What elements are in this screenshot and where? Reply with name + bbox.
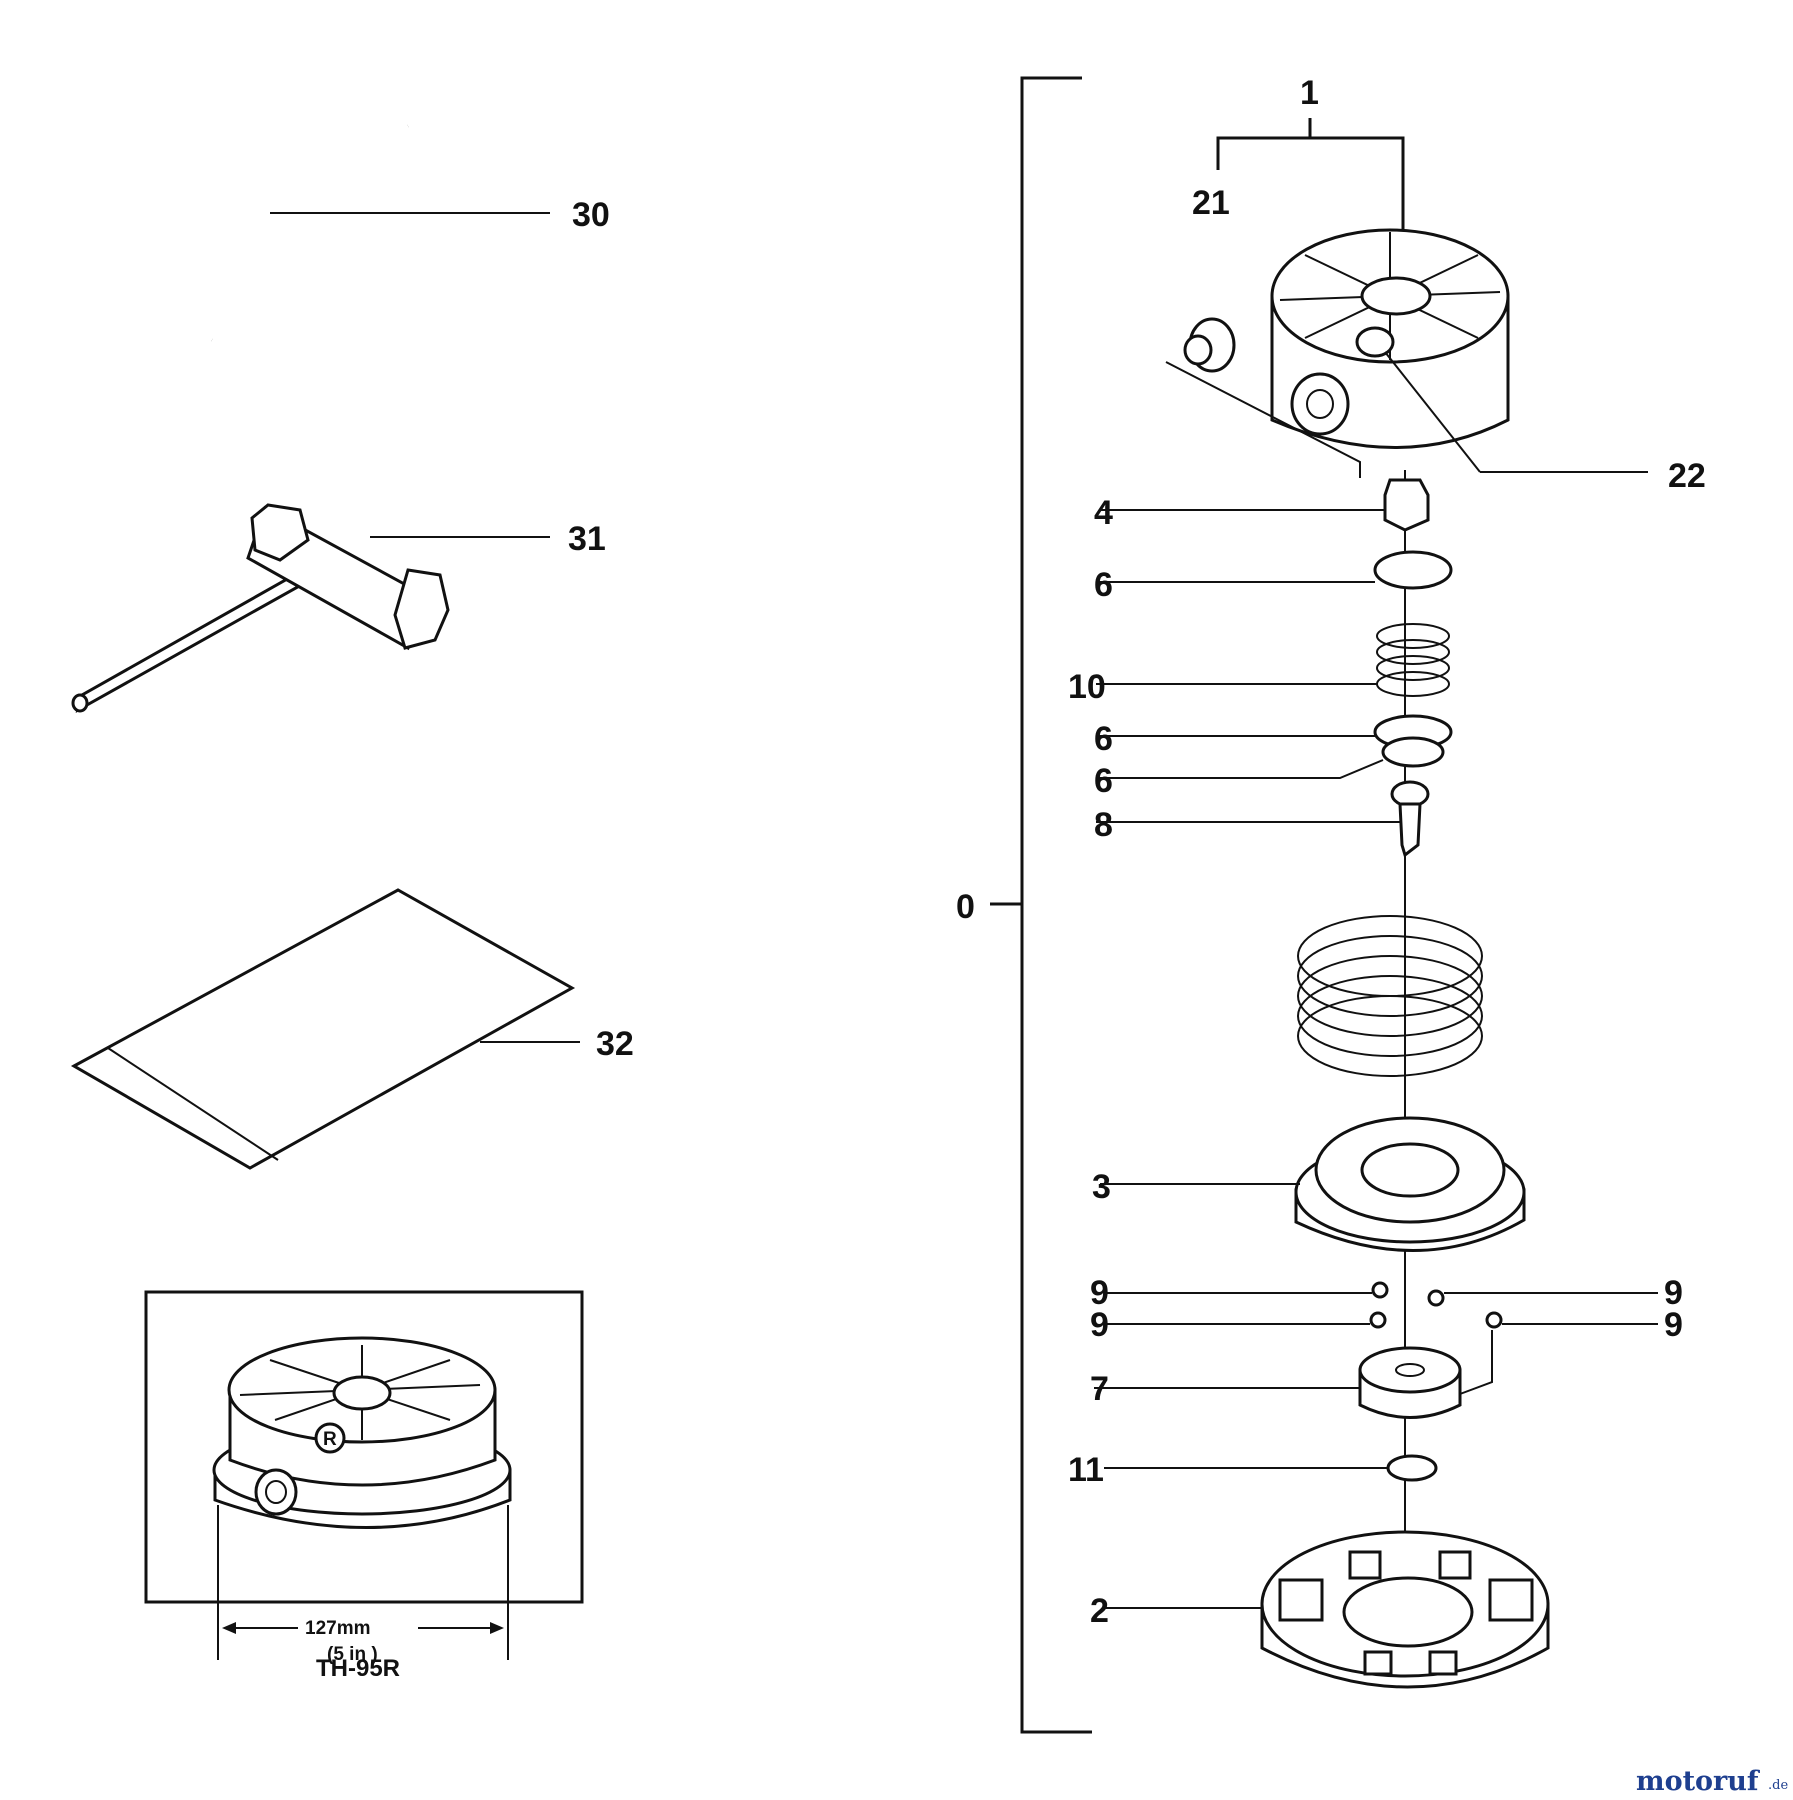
nut-part	[1100, 478, 1430, 532]
small-washer-part	[1104, 1454, 1438, 1482]
callout-7: 7	[1090, 1370, 1109, 1408]
inset-caption: TH-95R	[316, 1655, 400, 1682]
callout-8: 8	[1094, 806, 1113, 844]
callout-11: 11	[1068, 1451, 1104, 1489]
callout-30: 30	[572, 196, 610, 234]
spark-plug-wrench-part	[71, 503, 550, 714]
watermark-logo: motoruf .de	[1636, 1766, 1788, 1797]
callout-6-mid: 6	[1094, 720, 1113, 758]
inset-badge: R	[323, 1429, 337, 1450]
callout-3: 3	[1092, 1168, 1111, 1206]
callout-9-right-a: 9	[1664, 1274, 1683, 1312]
callout-9-left-a: 9	[1090, 1274, 1109, 1312]
hex-key-part	[113, 124, 550, 342]
callout-9-right-b: 9	[1664, 1306, 1683, 1344]
callout-4: 4	[1094, 494, 1113, 532]
balls-part	[1104, 1281, 1658, 1329]
retainer-part	[1094, 1330, 1493, 1419]
callout-32: 32	[596, 1025, 634, 1063]
callout-6-low: 6	[1094, 762, 1113, 800]
bolt-part	[1096, 780, 1430, 858]
inset-dimension-mm: 127mm	[305, 1618, 371, 1639]
cover-cap-part	[1270, 228, 1510, 449]
callout-10: 10	[1068, 668, 1106, 706]
callout-2: 2	[1090, 1592, 1109, 1630]
washer-part-stack	[1096, 714, 1453, 779]
callout-6-top: 6	[1094, 566, 1113, 604]
callout-1: 1	[1300, 74, 1319, 112]
inset-dimension-in: (5 in )	[327, 1644, 378, 1665]
line-spool-coil	[1297, 915, 1483, 1077]
callout-9-left-b: 9	[1090, 1306, 1109, 1344]
callout-31: 31	[568, 520, 606, 558]
housing-part	[1102, 1530, 1550, 1689]
manual-booklet-part	[70, 888, 580, 1170]
spring-part	[1096, 623, 1450, 697]
callout-0: 0	[956, 888, 975, 926]
watermark-brand: motoruf	[1636, 1766, 1761, 1797]
callout-22: 22	[1668, 457, 1706, 495]
washer-part-top	[1096, 550, 1453, 590]
callout-21: 21	[1192, 184, 1230, 222]
eyelet-knob-part	[1165, 317, 1361, 478]
spool-part	[1100, 1116, 1526, 1252]
watermark-suffix: .de	[1768, 1778, 1788, 1793]
inset-th95r: R 127mm (5 in ) TH-95R	[144, 1290, 584, 1682]
